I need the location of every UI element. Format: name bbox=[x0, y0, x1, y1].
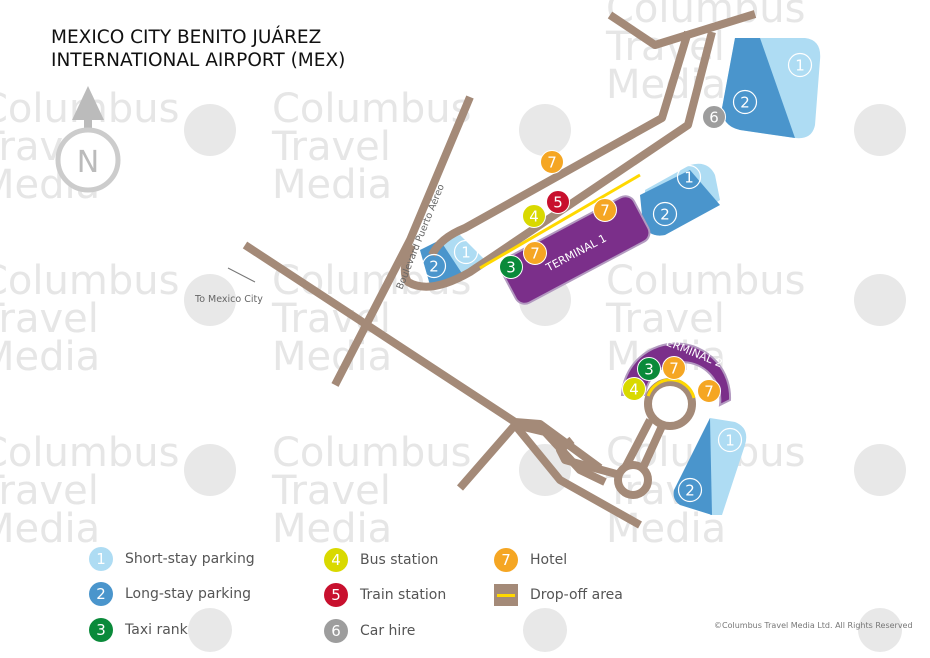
marker-5[interactable]: 5 bbox=[546, 190, 570, 214]
direction-arrow-icon bbox=[227, 267, 256, 283]
marker-number: 1 bbox=[725, 432, 735, 450]
drop-off-areas bbox=[479, 173, 696, 399]
marker-number: 7 bbox=[600, 202, 610, 220]
marker-number: 2 bbox=[660, 206, 670, 224]
marker-1[interactable]: 1 bbox=[453, 239, 479, 265]
north-compass-icon: N bbox=[55, 86, 121, 193]
marker-4[interactable]: 4 bbox=[522, 204, 546, 228]
marker-number: 7 bbox=[547, 154, 557, 172]
page-title: MEXICO CITY BENITO JUÁREZ INTERNATIONAL … bbox=[51, 27, 346, 71]
marker-number: 2 bbox=[429, 258, 439, 276]
marker-7[interactable]: 7 bbox=[662, 356, 686, 380]
marker-2[interactable]: 2 bbox=[652, 201, 678, 227]
parking-lots bbox=[420, 38, 821, 515]
watermark: Columbus Travel Media bbox=[272, 86, 472, 208]
marker-number: 1 bbox=[461, 244, 471, 262]
marker-number: 5 bbox=[553, 194, 563, 212]
watermark: Columbus Travel Media bbox=[606, 0, 806, 108]
marker-4[interactable]: 4 bbox=[622, 377, 646, 401]
marker-number: 4 bbox=[629, 381, 639, 399]
legend-drop-off: Drop-off area bbox=[494, 584, 623, 606]
roads bbox=[242, 10, 757, 529]
marker-number: 7 bbox=[669, 360, 679, 378]
marker-number: 2 bbox=[685, 482, 695, 500]
marker-6[interactable]: 6 bbox=[702, 105, 726, 129]
marker-number: 4 bbox=[529, 208, 539, 226]
watermark: Columbus Travel Media bbox=[272, 430, 472, 552]
marker-7[interactable]: 7 bbox=[697, 379, 721, 403]
marker-number: 3 bbox=[644, 361, 654, 379]
copyright: ©Columbus Travel Media Ltd. All Rights R… bbox=[714, 621, 913, 630]
to-mexico-city-label: To Mexico City bbox=[194, 294, 263, 305]
marker-1[interactable]: 1 bbox=[717, 427, 743, 453]
terminal-1[interactable]: TERMINAL 1 bbox=[497, 193, 653, 308]
marker-2[interactable]: 2 bbox=[677, 477, 703, 503]
drop-off-swatch-icon bbox=[494, 584, 518, 606]
marker-number: 2 bbox=[740, 94, 750, 112]
marker-2[interactable]: 2 bbox=[421, 253, 447, 279]
marker-number: 6 bbox=[709, 109, 719, 127]
marker-1[interactable]: 1 bbox=[676, 164, 702, 190]
marker-number: 3 bbox=[506, 259, 516, 277]
marker-3[interactable]: 3 bbox=[637, 357, 661, 381]
marker-number: 1 bbox=[684, 169, 694, 187]
watermark-dots bbox=[184, 104, 906, 652]
watermark: Columbus Travel Media bbox=[0, 258, 180, 380]
svg-text:N: N bbox=[77, 145, 99, 180]
marker-3[interactable]: 3 bbox=[499, 255, 523, 279]
marker-2[interactable]: 2 bbox=[732, 89, 758, 115]
watermark: Columbus Travel Media bbox=[0, 430, 180, 552]
marker-7[interactable]: 7 bbox=[523, 241, 547, 265]
marker-number: 1 bbox=[795, 57, 805, 75]
marker-number: 7 bbox=[530, 245, 540, 263]
marker-1[interactable]: 1 bbox=[787, 52, 813, 78]
marker-number: 7 bbox=[704, 383, 714, 401]
marker-7[interactable]: 7 bbox=[540, 150, 564, 174]
marker-7[interactable]: 7 bbox=[593, 198, 617, 222]
